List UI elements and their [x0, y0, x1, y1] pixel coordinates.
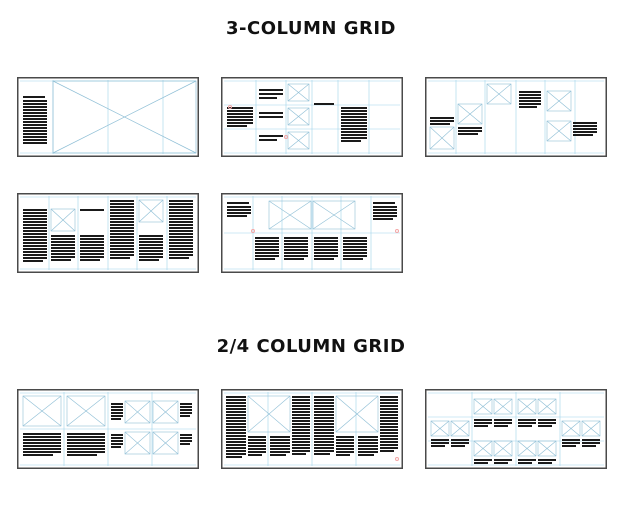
section-title-24col: 2/4 COLUMN GRID [216, 336, 406, 357]
spread-thumbnail [425, 77, 607, 157]
spread-thumbnail [221, 77, 403, 157]
layout-24col-c[interactable] [425, 389, 607, 469]
image-placeholder [52, 80, 197, 154]
spread-thumbnail [425, 389, 607, 469]
section-title-3col: 3-COLUMN GRID [226, 18, 396, 39]
layout-24col-b[interactable] [221, 389, 403, 469]
layout-3col-b[interactable] [221, 77, 403, 157]
spread-thumbnail [17, 389, 199, 469]
text-block [23, 96, 47, 144]
spread-thumbnail [17, 193, 199, 273]
layout-3col-e[interactable] [221, 193, 403, 273]
spread-thumbnail [17, 77, 199, 157]
spread-thumbnail [221, 389, 403, 469]
layout-24col-a[interactable] [17, 389, 199, 469]
layout-3col-a[interactable] [17, 77, 199, 157]
layout-3col-c[interactable] [425, 77, 607, 157]
layout-3col-d[interactable] [17, 193, 199, 273]
spread-thumbnail [221, 193, 403, 273]
